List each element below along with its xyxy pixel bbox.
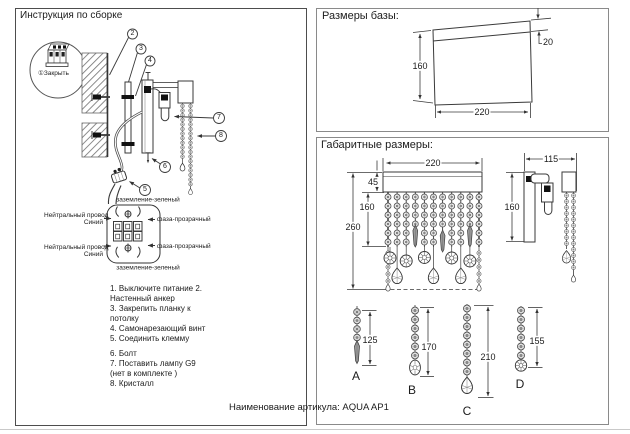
assembly-steps-list: 1. Выключите питание 2. Настенный анкер … <box>110 284 260 389</box>
lamp-socket-g9 <box>158 92 171 122</box>
wall-anchor <box>91 93 110 139</box>
step-line: (нет в комплекте ) <box>110 369 178 378</box>
left-panel-title: Инструкция по сборке <box>20 10 123 21</box>
step-line: потолку <box>110 314 139 323</box>
callout-7: 7 <box>217 113 221 121</box>
wire-label-neutral-top: Нейтральный провод <box>44 211 109 219</box>
pendant-dimension-lines <box>362 305 543 398</box>
pendant-a-label: A <box>351 369 361 384</box>
wire-label-neutral-top-2: Синий <box>83 219 103 226</box>
step-line: Настенный анкер <box>110 294 175 303</box>
terminal-connector <box>110 167 128 184</box>
assembly-diagram <box>29 28 227 264</box>
wiring-diagram <box>104 204 161 264</box>
crystal-curtain <box>383 192 483 292</box>
callout-markers <box>109 28 227 196</box>
step-line: 5. Соединить клемму <box>110 334 190 343</box>
power-off-label: ①Закрыть <box>38 70 69 77</box>
wire-label-neutral-bottom-2: Синий <box>83 251 103 258</box>
base-width-dim: 220 <box>473 106 491 118</box>
wire-label-ground-top: заземление-зеленый <box>116 196 180 204</box>
overall-dimensions-drawing <box>347 153 577 398</box>
wire-label-neutral-bottom: Нейтральный провод <box>44 243 109 251</box>
callout-2: 2 <box>130 29 135 37</box>
side-view <box>506 153 577 283</box>
step-line: 3. Закрепить планку к <box>110 304 191 313</box>
pendant-a-length: 125 <box>361 334 379 346</box>
supply-wire <box>107 110 143 205</box>
pendant-c-label: C <box>462 404 472 419</box>
base-panel-title: Размеры базы: <box>322 10 399 22</box>
article-name: Наименование артикула: AQUA AP1 <box>229 402 389 413</box>
wire-label-phase-bottom: фаза-прозрачный <box>157 242 211 250</box>
wall-section <box>81 52 109 158</box>
callout-4: 4 <box>148 56 152 64</box>
callout-3: 3 <box>139 44 143 52</box>
base-depth-dim: 20 <box>543 37 554 47</box>
step-line: 7. Поставить лампу G9 <box>110 359 196 368</box>
callout-6: 6 <box>163 162 167 170</box>
page-bottom-edge <box>0 429 630 430</box>
pendant-c-length: 210 <box>479 351 497 363</box>
front-width-dim: 220 <box>424 157 442 169</box>
side-view-strands <box>561 192 577 283</box>
overall-dimensions-panel <box>316 137 609 425</box>
step-line: 8. Кристалл <box>110 379 154 388</box>
pendant-b-length: 170 <box>420 341 438 353</box>
assembly-instructions-panel <box>15 8 307 426</box>
fixture-body <box>141 72 179 154</box>
wire-label-phase-top: фаза-прозрачный <box>157 215 211 223</box>
bolt <box>145 152 151 164</box>
base-height-dim: 160 <box>411 60 429 72</box>
overall-panel-title: Габаритные размеры: <box>321 139 433 151</box>
side-depth-dim: 115 <box>542 153 560 165</box>
side-height-dim: 160 <box>503 201 521 213</box>
step-line: 6. Болт <box>110 349 137 358</box>
front-curtain-dim: 160 <box>358 201 376 213</box>
terminal-block <box>113 221 143 242</box>
dimension-lines-base <box>412 8 552 118</box>
front-total-dim: 260 <box>344 221 362 233</box>
circuit-breaker-icon <box>29 41 87 99</box>
callout-5: 5 <box>143 185 147 193</box>
pendant-b-label: B <box>407 383 417 398</box>
base-dimensions-panel <box>316 8 609 132</box>
pendant-d-label: D <box>515 377 525 392</box>
wire-label-ground-bottom: заземление-зеленый <box>116 263 180 271</box>
base-plate-drawing <box>412 8 552 118</box>
callout-8: 8 <box>219 131 223 139</box>
pendant-d-length: 155 <box>528 335 546 347</box>
pendant-samples <box>353 304 543 398</box>
crystal-holder-plate <box>177 80 194 104</box>
step-line: 1. Выключите питание 2. <box>110 284 202 293</box>
step-line: 4. Самонарезающий винт <box>110 324 206 333</box>
front-base-height-dim: 45 <box>366 176 380 188</box>
